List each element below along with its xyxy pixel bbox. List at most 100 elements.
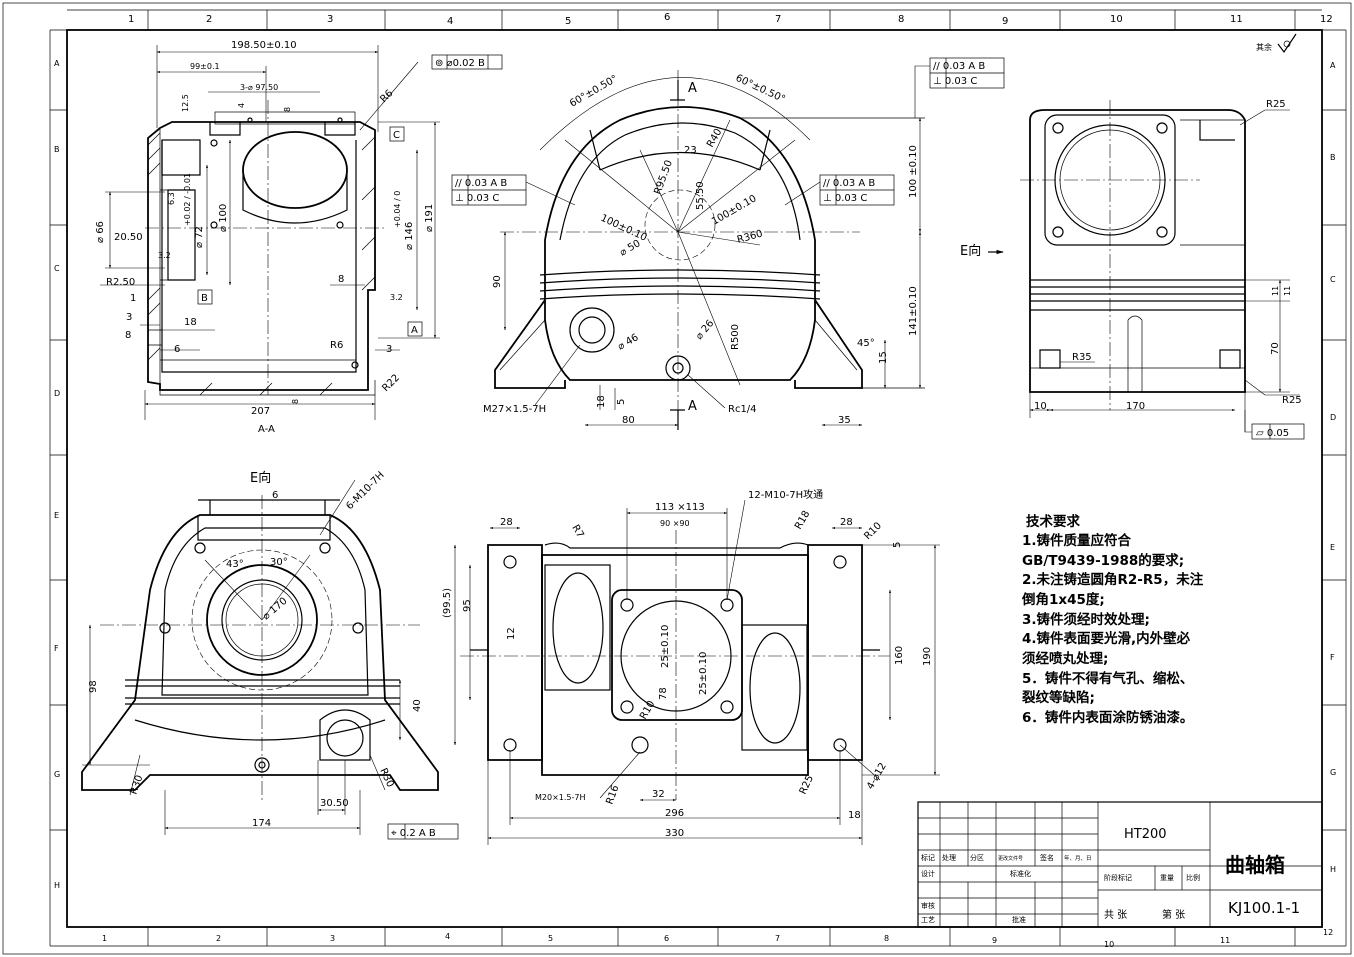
zone-col-b4: 4 xyxy=(445,932,450,941)
zone-labels-bottom: 1 2 3 4 5 6 7 8 9 10 11 12 xyxy=(102,928,1333,949)
dim-141: 141±0.10 xyxy=(908,286,919,336)
section-mark-bottom: A xyxy=(688,399,697,414)
zone-row-rb: B xyxy=(1330,153,1336,162)
dim-m20: M20×1.5-7H xyxy=(535,793,586,802)
dim-18: 18 xyxy=(596,395,607,408)
zone-row-rg: G xyxy=(1330,768,1336,777)
label-thread-m27: M27×1.5-7H xyxy=(483,404,546,415)
dim-tol-146: +0.04 / 0 xyxy=(393,191,402,228)
tb-sheet-no: 第 张 xyxy=(1162,908,1185,921)
zone-row-re: E xyxy=(1330,543,1335,552)
dim-holes-97-5: 3-⌀ 97.50 xyxy=(240,83,278,92)
dim-6-3: 6.3 xyxy=(167,192,176,205)
zone-col-b8: 8 xyxy=(884,934,889,943)
gdt-front-top: // 0.03 A B ⊥ 0.03 C xyxy=(914,57,1005,118)
zone-col-7: 7 xyxy=(775,14,781,25)
dim-r10-top: R10 xyxy=(862,520,884,542)
technical-requirements: 技术要求 1.铸件质量应符合 GB/T9439-1988的要求; 2.未注铸造圆… xyxy=(1021,513,1204,726)
dim-r16: R16 xyxy=(604,784,621,806)
dim-r500: R500 xyxy=(730,324,741,350)
dim-d146: ⌀ 146 xyxy=(404,222,415,250)
dim-e-m10: 6-M10-7H xyxy=(344,470,386,512)
front-dims: 60°±0.50° 60°±0.50° R95.50 23 R40 55.50 … xyxy=(483,73,919,426)
dim-45deg: 45° xyxy=(857,338,875,349)
top-view-dims: 113 ×113 90 ×90 12-M10-7H攻通 28 28 R7 R18… xyxy=(442,488,933,839)
dim-8: 8 xyxy=(283,107,292,112)
dim-296: 296 xyxy=(665,808,684,819)
side-view: R25 R35 R25 10 170 70 11 11 ⏥ 0.05 E向 xyxy=(960,99,1305,440)
tb-part-name: 曲轴箱 xyxy=(1225,853,1285,877)
dim-r7: R7 xyxy=(569,523,585,540)
gdt-flatness-text: ⏥ 0.05 xyxy=(1256,428,1289,439)
tb-sheets-total: 共 张 xyxy=(1104,909,1127,921)
zone-col-3: 3 xyxy=(327,14,333,25)
datum-c: C xyxy=(389,126,405,142)
side-dims: R25 R35 R25 10 170 70 11 11 xyxy=(1034,99,1302,412)
zone-row-rc: C xyxy=(1330,275,1336,284)
datum-b: B xyxy=(197,289,213,305)
gdt-front-left-1: // 0.03 A B xyxy=(455,178,507,189)
dim-4-holes: 4-⌀12 xyxy=(865,761,889,791)
dim-90x90: 90 ×90 xyxy=(660,519,690,528)
view-e-title: E向 xyxy=(250,470,271,486)
view-e-arrow: E向 xyxy=(960,243,1004,259)
dim-8-right: 8 xyxy=(338,274,344,285)
tb-h-zone: 分区 xyxy=(970,853,984,862)
dim-r25-top: R25 xyxy=(1266,99,1286,110)
zone-col-b12: 12 xyxy=(1323,928,1333,937)
zone-col-9: 9 xyxy=(1002,16,1008,27)
gdt-front-left: // 0.03 A B ⊥ 0.03 C xyxy=(451,174,576,206)
dim-e-40: 40 xyxy=(412,699,423,712)
zone-row-e: E xyxy=(54,511,59,520)
zone-row-a: A xyxy=(54,59,60,68)
dim-1: 1 xyxy=(130,293,136,304)
dim-12: 12 xyxy=(506,627,517,640)
dim-e-r30-left: R30 xyxy=(128,774,145,796)
tb-h-date: 年、月、日 xyxy=(1064,854,1092,862)
req-line-8: 5．铸件不得有气孔、缩松、 xyxy=(1022,670,1193,687)
section-mark-top: A xyxy=(688,81,697,96)
tb-h-sign: 签名 xyxy=(1040,853,1054,862)
zone-col-b1: 1 xyxy=(102,934,107,943)
dim-5: 5 xyxy=(616,399,627,405)
gdt-front-right-1: // 0.03 A B xyxy=(823,178,875,189)
dim-e-98: 98 xyxy=(88,680,99,693)
dim-e-43: 43° xyxy=(226,559,244,570)
tb-design: 设计 xyxy=(921,869,935,878)
gdt-front-right: // 0.03 A B ⊥ 0.03 C xyxy=(784,174,895,206)
zone-col-b10: 10 xyxy=(1104,940,1114,949)
dim-e-d170: ⌀ 170 xyxy=(261,596,290,623)
tb-stage: 阶段标记 xyxy=(1104,873,1132,882)
gdt-front-top-1: // 0.03 A B xyxy=(933,61,985,72)
zone-col-6: 6 xyxy=(664,12,670,23)
dim-99-5: (99.5) xyxy=(442,588,453,618)
zone-col-10: 10 xyxy=(1110,14,1123,25)
dim-100-vertical: 100 ±0.10 xyxy=(908,145,919,198)
zone-rows-right: A B C D E F G H xyxy=(1330,61,1336,874)
req-line-5: 3.铸件须经时效处理; xyxy=(1022,611,1150,628)
dim-8-left: 8 xyxy=(125,330,131,341)
dim-e-174: 174 xyxy=(252,818,271,829)
svg-text:B: B xyxy=(201,293,208,304)
dim-d26: ⌀ 26 xyxy=(694,318,717,342)
tb-material: HT200 xyxy=(1124,827,1167,842)
zone-labels-top: 1 2 3 4 5 6 7 8 9 10 11 12 xyxy=(128,12,1333,27)
zone-row-rd: D xyxy=(1330,413,1336,422)
dim-28-right: 28 xyxy=(840,517,853,528)
dim-m10-holes: 12-M10-7H攻通 xyxy=(748,488,823,501)
tb-h-mark: 标记 xyxy=(921,853,935,862)
dim-15: 15 xyxy=(878,351,889,364)
surface-roughness-note: 其余 xyxy=(1256,33,1297,54)
zone-col-b3: 3 xyxy=(330,934,335,943)
req-line-10: 6．铸件内表面涂防锈油漆。 xyxy=(1022,709,1193,726)
dim-25-left: 25±0.10 xyxy=(660,625,671,668)
section-marks-a: A A xyxy=(670,80,697,430)
dim-angle-left: 60°±0.50° xyxy=(568,73,620,109)
zone-col-11: 11 xyxy=(1230,14,1243,25)
dim-70: 70 xyxy=(1270,342,1281,355)
dim-11a: 11 xyxy=(1271,286,1280,296)
req-title: 技术要求 xyxy=(1026,513,1080,530)
dim-12-5: 12.5 xyxy=(181,94,190,112)
gdt-b-text: ⊚ ⌀0.02 B xyxy=(435,58,485,69)
